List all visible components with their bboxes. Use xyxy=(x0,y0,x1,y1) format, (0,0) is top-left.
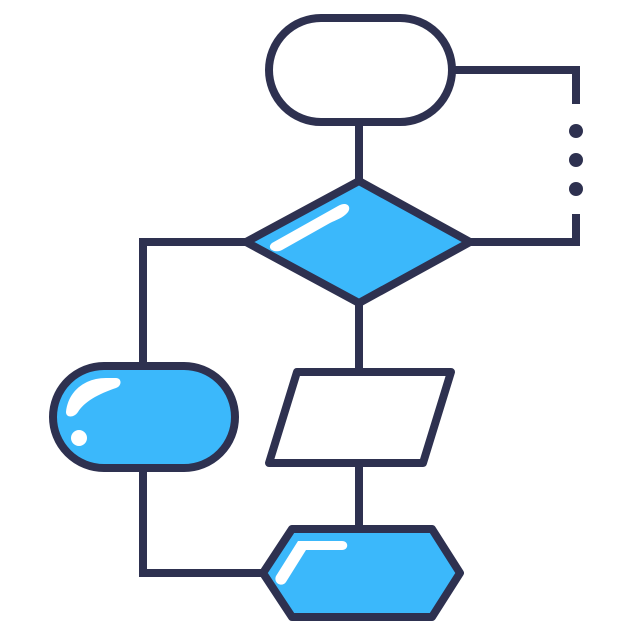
process-terminator xyxy=(49,362,239,472)
preparation-hexagon-highlight xyxy=(275,541,348,585)
decision-diamond-shape xyxy=(242,177,474,307)
loop-dot xyxy=(569,182,583,196)
connector-lines xyxy=(139,66,580,577)
process-terminator-highlight-dot xyxy=(71,430,87,446)
process-terminator-highlight xyxy=(66,378,121,417)
start-terminator xyxy=(265,14,456,126)
preparation-hexagon-shape xyxy=(259,525,464,621)
connector-left-terminator-to-hexagon xyxy=(139,464,266,577)
decision-diamond xyxy=(242,177,474,307)
connector-start-to-right-loop xyxy=(448,66,580,104)
input-output-parallelogram xyxy=(265,368,455,467)
dotted-loop xyxy=(569,124,583,196)
connector-right-loop-to-decision xyxy=(466,214,580,246)
loop-dot xyxy=(569,153,583,167)
connector-decision-to-left-terminator xyxy=(139,238,250,368)
loop-dot xyxy=(569,124,583,138)
preparation-hexagon xyxy=(259,525,464,621)
process-terminator-shape xyxy=(49,362,239,472)
decision-diamond-highlight xyxy=(269,203,350,252)
